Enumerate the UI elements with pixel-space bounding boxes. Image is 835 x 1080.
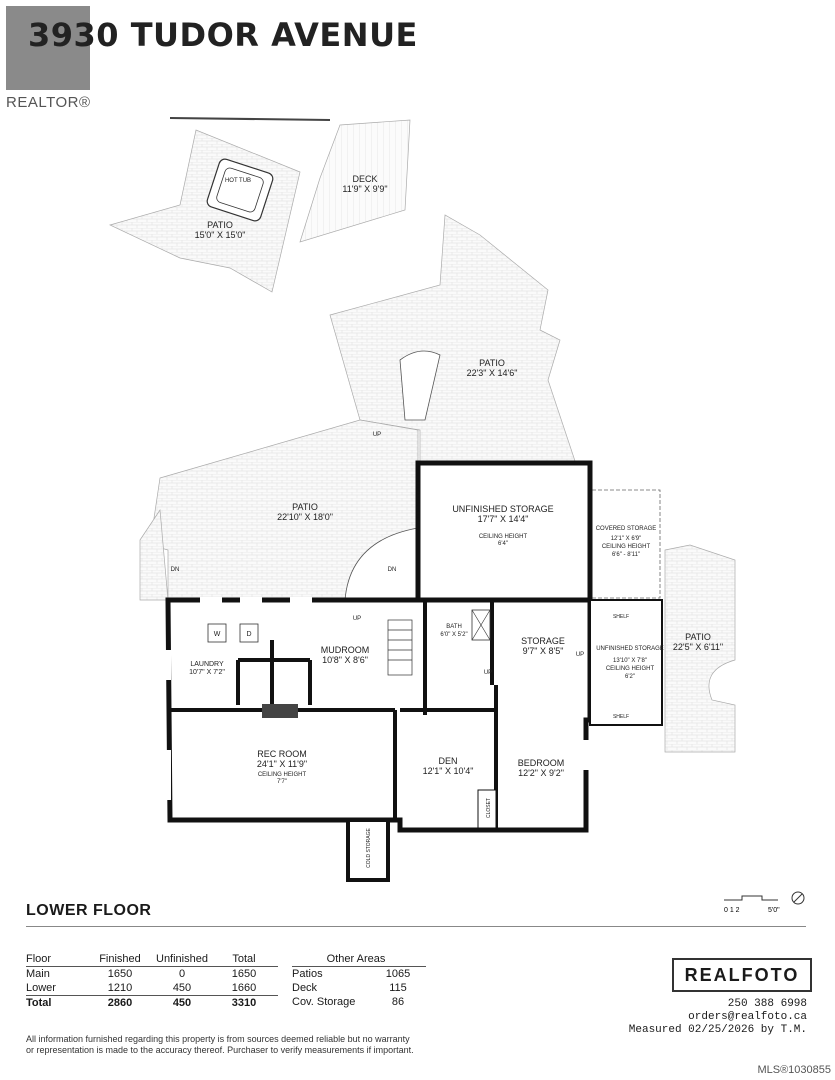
brand-email: orders@realfoto.ca [688, 1011, 807, 1023]
page-title: 3930 TUDOR AVENUE [28, 16, 418, 54]
shelf-bottom-label: SHELF [613, 714, 629, 720]
closet-label: CLOSET [486, 798, 492, 818]
den-dims: 12'1" X 10'4" [423, 766, 474, 776]
north-arrow-icon [791, 891, 805, 905]
area-table: Floor Finished Unfinished Total Main 165… [26, 952, 278, 1010]
patio-mid-name: PATIO [292, 502, 318, 512]
floor-plan: DECK 11'9" X 9'9" HOT TUB PATIO 15'0" X … [109, 117, 736, 882]
unfinished-storage-2-name: UNFINISHED STORAGE [596, 646, 664, 652]
table-row: Lower 1210 450 1660 [26, 982, 257, 994]
unfinished-storage-2-dims: 13'10" X 7'8" [613, 658, 647, 664]
den-name: DEN [438, 756, 457, 766]
brand-phone: 250 388 6998 [727, 998, 807, 1010]
deck-dims: 11'9" X 9'9" [342, 184, 387, 194]
covered-storage-dims: 12'1" X 6'9" [611, 536, 642, 542]
up-label-storage: UP [576, 652, 584, 658]
unfinished-storage-2-ceiling-label: CEILING HEIGHT [606, 666, 655, 672]
closet [477, 789, 497, 829]
up-label-bath: UP [484, 670, 492, 676]
bath-name: BATH [446, 624, 462, 630]
realtor-logo-label: REALTOR® [6, 94, 91, 111]
hot-tub-label: HOT TUB [225, 178, 251, 184]
rec-room-name: REC ROOM [257, 749, 307, 759]
mls-number: MLS®1030855 [757, 1064, 831, 1076]
dn-label-left: DN [171, 567, 180, 573]
patio-mid-dims: 22'10" X 18'0" [277, 512, 333, 522]
brand-logo: REALFOTO [672, 958, 812, 992]
unfinished-storage-name: UNFINISHED STORAGE [452, 504, 553, 514]
table-row: Cov. Storage 86 [292, 996, 405, 1008]
unfinished-storage-2-ceiling: 6'2" [625, 674, 635, 680]
rec-room-ceiling-label: CEILING HEIGHT [258, 772, 307, 778]
col-floor: Floor [26, 952, 92, 967]
patio-top-right-name: PATIO [479, 358, 505, 368]
laundry-dims: 10'7" X 7'2" [189, 669, 225, 676]
cold-storage-label: COLD STORAGE [366, 828, 372, 868]
table-row: Patios 1065 [292, 968, 411, 980]
unfinished-storage-dims: 17'7" X 14'4" [478, 514, 529, 524]
up-label-patio: UP [373, 432, 381, 438]
unfinished-storage [415, 460, 593, 603]
table-row: Deck 115 [292, 982, 407, 994]
covered-storage-ceiling: 6'6" - 8'11" [612, 552, 640, 558]
bedroom-name: BEDROOM [518, 758, 565, 768]
deck [299, 119, 411, 243]
mudroom-dims: 10'8" X 8'6" [322, 655, 368, 665]
unfinished-storage-ceiling-label: CEILING HEIGHT [479, 534, 528, 540]
dn-label-right: DN [388, 567, 397, 573]
other-areas-header: Other Areas [292, 952, 426, 967]
other-areas-table: Other Areas Patios 1065 Deck 115 Cov. St… [292, 952, 426, 1009]
patio-right-name: PATIO [685, 632, 711, 642]
covered-storage-name: COVERED STORAGE [596, 526, 657, 532]
deck-name: DECK [352, 174, 377, 184]
patio-top-left [109, 129, 301, 293]
col-total: Total [216, 952, 278, 967]
storage-name: STORAGE [521, 636, 565, 646]
scale-bar: 0 1 2 5'0" [724, 891, 805, 914]
table-row: Main 1650 0 1650 [26, 968, 257, 980]
realtor-logo [6, 6, 90, 90]
col-finished: Finished [92, 952, 154, 967]
laundry-name: LAUNDRY [190, 661, 224, 668]
scale-ticks: 0 1 2 [724, 907, 740, 914]
measured-note: Measured 02/25/2026 by T.M. [628, 1024, 807, 1036]
unfinished-storage-ceiling: 6'4" [498, 541, 508, 547]
rec-room-ceiling: 7'7" [277, 779, 287, 785]
patio-top-left-dims: 15'0" X 15'0" [195, 230, 246, 240]
col-unfinished: Unfinished [154, 952, 216, 967]
storage-dims: 9'7" X 8'5" [523, 646, 564, 656]
patio-top-right-dims: 22'3" X 14'6" [467, 368, 518, 378]
rec-room-dims: 24'1" X 11'9" [257, 759, 307, 769]
house-walls [165, 597, 593, 833]
washer-label: W [214, 631, 221, 638]
mudroom-name: MUDROOM [321, 645, 370, 655]
table-total-row: Total 2860 450 3310 [26, 995, 278, 1010]
patio-right [664, 544, 736, 753]
dryer-label: D [246, 631, 251, 638]
covered-storage-ceiling-label: CEILING HEIGHT [602, 544, 651, 550]
shelf-top-label: SHELF [613, 614, 629, 620]
cold-storage [346, 818, 390, 882]
bedroom-dims: 12'2" X 9'2" [518, 768, 564, 778]
scale-end: 5'0" [768, 907, 780, 914]
bath-dims: 6'0" X 5'2" [440, 632, 467, 638]
patio-top-right [329, 214, 579, 471]
divider [26, 926, 806, 927]
patio-right-dims: 22'5" X 6'11" [673, 642, 723, 652]
up-label-mudroom: UP [353, 616, 361, 622]
floor-label: LOWER FLOOR [26, 902, 152, 919]
unfinished-storage-2 [589, 599, 663, 726]
disclaimer: All information furnished regarding this… [26, 1034, 414, 1055]
patio-top-left-name: PATIO [207, 220, 233, 230]
